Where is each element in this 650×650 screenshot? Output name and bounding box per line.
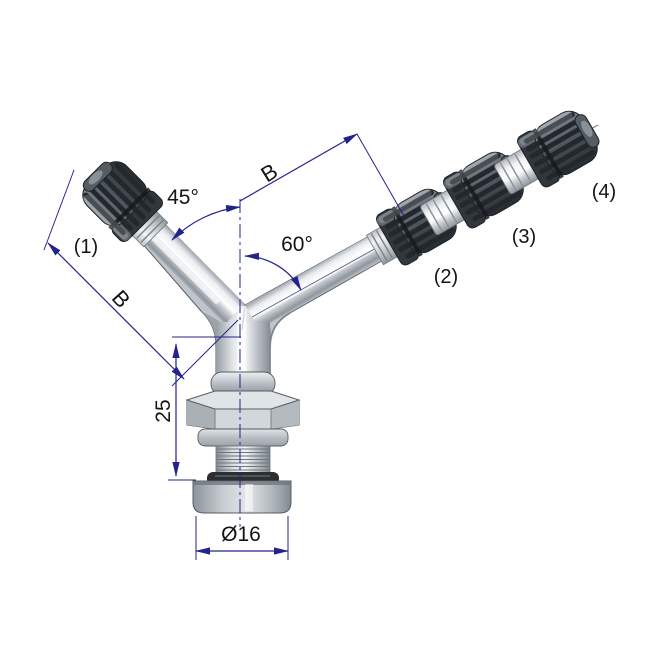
elbow-blend (201, 305, 272, 360)
valve-body (127, 206, 402, 385)
label-b-top: B (256, 158, 282, 187)
part-labels: (1) (2) (3) (4) (74, 181, 616, 288)
dimension-lines (43, 133, 405, 560)
dim-b-left-line (47, 242, 185, 380)
rubber-base (192, 480, 292, 514)
threaded-section (215, 445, 271, 475)
label-part-3: (3) (512, 226, 536, 248)
dim-angle-60-arc (244, 252, 302, 291)
label-b-left: B (107, 285, 135, 313)
label-25: 25 (152, 399, 175, 422)
label-part-1: (1) (74, 236, 98, 258)
dim-angle-45-arc (171, 205, 241, 241)
label-angle-60: 60° (281, 233, 313, 256)
label-part-4: (4) (592, 181, 616, 203)
label-part-2: (2) (434, 266, 458, 288)
left-arm-highlight (140, 225, 220, 305)
dim-b-top-extension (356, 133, 405, 217)
dim-b-top-line (239, 133, 358, 202)
dim-b-left-extension-bottom (171, 319, 239, 387)
lower-assembly (185, 371, 301, 514)
outer-bend-shade (269, 312, 291, 382)
label-angle-45: 45° (167, 186, 199, 209)
dim-b-left-extension-top (43, 169, 75, 251)
nut-flange (197, 428, 289, 447)
stem-highlight (237, 306, 246, 382)
hex-nut (185, 390, 301, 430)
label-dia16: Ø16 (221, 523, 261, 546)
left-valve-arm (128, 207, 245, 324)
